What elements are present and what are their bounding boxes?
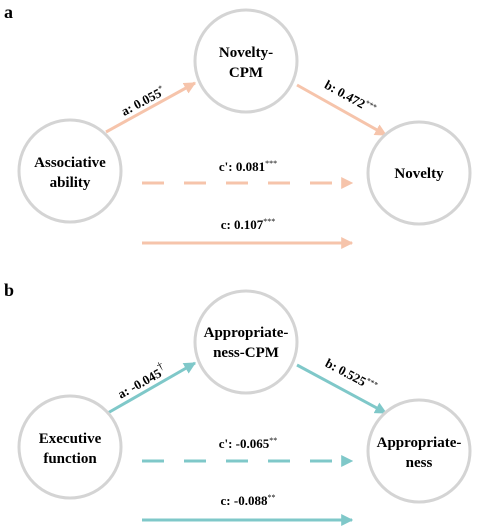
panel-b-path-b-label: b: 0.525*** [323,355,380,395]
panel-a-outcome-line1: Novelty [394,166,444,182]
panel-a-path-cprime-label: c': 0.081*** [219,159,277,174]
panel-b-path-b-arrow [296,363,388,415]
panel-b-path-cprime-label: c': -0.065** [219,436,278,451]
panel-b-label: b [4,280,14,300]
panel-a-mediator-node [193,8,299,114]
panel-a-mediator-line2: CPM [229,65,263,81]
panel-b-path-c-label: c: -0.088** [221,493,276,508]
panel-a-path-b-label: b: 0.472*** [322,77,378,117]
panel-a-predictor-node [17,118,123,224]
panel-b-path-a-arrow [105,361,197,416]
panel-b-predictor-node [17,394,123,500]
panel-b-outcome-line2: ness [406,455,433,471]
panel-a-predictor-line2: ability [50,175,91,191]
panel-b-predictor-line2: function [43,451,97,467]
panel-a-label: a [4,2,13,22]
panel-a-path-b-arrow [296,83,388,137]
panel-b-predictor-line1: Executive [39,431,102,447]
panel-a-path-c-label: c: 0.107*** [221,217,276,232]
panel-b-mediator-line1: Appropriate- [204,325,289,341]
panel-a-predictor-line1: Associative [34,155,106,171]
panel-a-outcome-node [366,120,472,226]
panel-b-outcome-node [366,398,472,504]
panel-b-outcome-line1: Appropriate- [377,435,462,451]
panel-a-mediator-line1: Novelty- [219,45,273,61]
panel-b-mediator-line2: ness-CPM [213,345,279,361]
panel-b-mediator-node [193,289,299,395]
panel-a-path-a-arrow [105,81,197,134]
